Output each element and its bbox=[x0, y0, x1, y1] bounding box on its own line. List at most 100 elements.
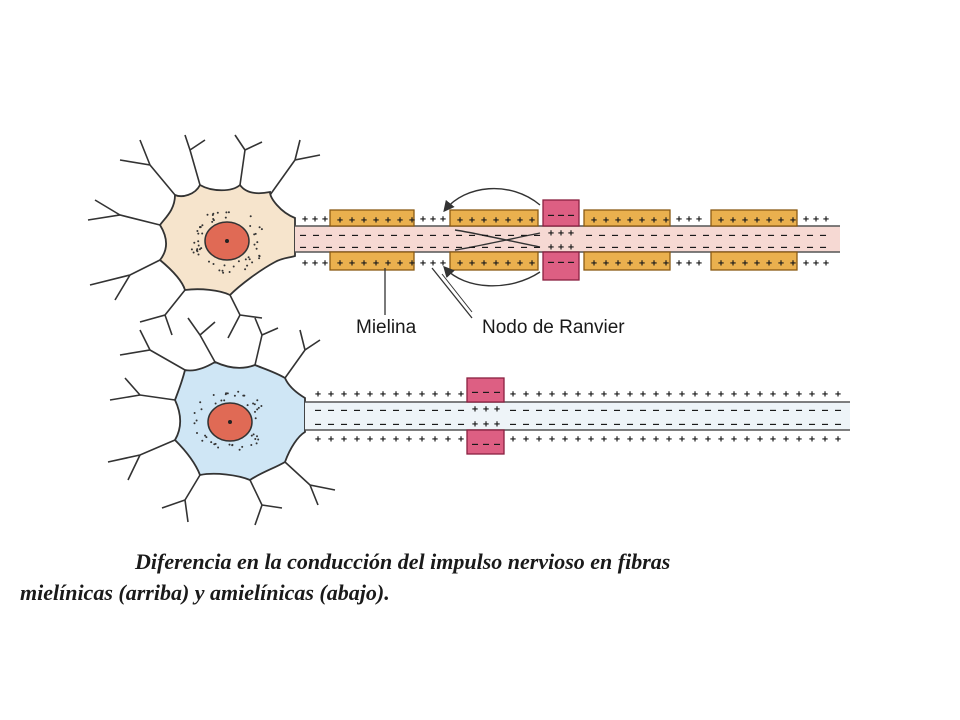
minus-charge: – bbox=[614, 419, 621, 430]
plus-charge: + bbox=[558, 242, 564, 253]
minus-charge: – bbox=[472, 387, 479, 398]
granule-dot bbox=[218, 269, 221, 272]
granule-dot bbox=[258, 257, 261, 260]
plus-charge: + bbox=[457, 215, 463, 226]
granule-dot bbox=[199, 226, 201, 228]
minus-charge: – bbox=[313, 230, 320, 241]
minus-charge: – bbox=[729, 230, 736, 241]
minus-charge: – bbox=[494, 387, 501, 398]
minus-charge: – bbox=[625, 230, 632, 241]
plus-charge: + bbox=[302, 214, 308, 225]
plus-charge: + bbox=[406, 389, 412, 400]
plus-charge: + bbox=[493, 258, 499, 269]
granule-dot bbox=[260, 405, 263, 407]
plus-charge: + bbox=[575, 434, 581, 445]
plus-charge: + bbox=[666, 389, 672, 400]
minus-charge: – bbox=[419, 419, 426, 430]
plus-charge: + bbox=[505, 215, 511, 226]
saltatory-current-arrows bbox=[443, 187, 541, 287]
granule-dot bbox=[197, 253, 200, 256]
plus-charge: + bbox=[770, 434, 776, 445]
minus-charge: – bbox=[692, 419, 699, 430]
minus-charge: – bbox=[456, 230, 463, 241]
unmyelinated-charges: ++++++++++++++++++++++++++++++++++++++++… bbox=[315, 387, 842, 450]
plus-charge: + bbox=[361, 258, 367, 269]
plus-charge: + bbox=[823, 214, 829, 225]
minus-charge: – bbox=[757, 405, 764, 416]
minus-charge: – bbox=[599, 242, 606, 253]
minus-charge: – bbox=[458, 405, 465, 416]
plus-charge: + bbox=[651, 258, 657, 269]
granule-dot bbox=[212, 394, 215, 396]
plus-charge: + bbox=[322, 258, 328, 269]
minus-charge: – bbox=[718, 419, 725, 430]
granule-dot bbox=[197, 232, 200, 235]
granule-dot bbox=[233, 394, 236, 397]
minus-charge: – bbox=[731, 419, 738, 430]
minus-charge: – bbox=[627, 405, 634, 416]
plus-charge: + bbox=[432, 434, 438, 445]
granule-dot bbox=[192, 251, 195, 254]
minus-charge: – bbox=[692, 405, 699, 416]
minus-charge: – bbox=[807, 230, 814, 241]
granule-dot bbox=[200, 408, 203, 411]
plus-charge: + bbox=[615, 215, 621, 226]
minus-charge: – bbox=[612, 242, 619, 253]
plus-charge: + bbox=[568, 228, 574, 239]
granule-dot bbox=[256, 399, 259, 402]
granule-dot bbox=[254, 438, 257, 440]
granule-dot bbox=[242, 394, 245, 397]
plus-charge: + bbox=[385, 258, 391, 269]
plus-charge: + bbox=[341, 434, 347, 445]
minus-charge: – bbox=[393, 419, 400, 430]
granule-dot bbox=[217, 446, 220, 449]
minus-charge: – bbox=[328, 419, 335, 430]
plus-charge: + bbox=[337, 215, 343, 226]
plus-charge: + bbox=[778, 258, 784, 269]
minus-charge: – bbox=[820, 242, 827, 253]
minus-charge: – bbox=[640, 419, 647, 430]
minus-charge: – bbox=[328, 405, 335, 416]
granule-dot bbox=[256, 241, 259, 244]
minus-charge: – bbox=[653, 405, 660, 416]
minus-charge: – bbox=[367, 419, 374, 430]
plus-charge: + bbox=[676, 214, 682, 225]
minus-charge: – bbox=[822, 405, 829, 416]
plus-charge: + bbox=[341, 389, 347, 400]
plus-charge: + bbox=[397, 258, 403, 269]
granule-dot bbox=[238, 448, 241, 451]
minus-charge: – bbox=[406, 419, 413, 430]
plus-charge: + bbox=[696, 214, 702, 225]
plus-charge: + bbox=[686, 214, 692, 225]
minus-charge: – bbox=[494, 439, 501, 450]
granule-dot bbox=[248, 258, 251, 261]
plus-charge: + bbox=[601, 389, 607, 400]
plus-charge: + bbox=[696, 258, 702, 269]
minus-charge: – bbox=[755, 230, 762, 241]
myelin-sheath-3b bbox=[583, 251, 671, 271]
granule-dot bbox=[252, 402, 255, 405]
plus-charge: + bbox=[627, 258, 633, 269]
granule-dot bbox=[246, 404, 249, 407]
minus-charge: – bbox=[651, 242, 658, 253]
plus-charge: + bbox=[639, 258, 645, 269]
minus-charge: – bbox=[380, 405, 387, 416]
plus-charge: + bbox=[549, 434, 555, 445]
minus-charge: – bbox=[445, 419, 452, 430]
plus-charge: + bbox=[766, 215, 772, 226]
minus-charge: – bbox=[718, 405, 725, 416]
granule-dot bbox=[210, 441, 213, 444]
unmyelinated-dendrites bbox=[107, 317, 336, 526]
minus-charge: – bbox=[536, 405, 543, 416]
minus-charge: – bbox=[378, 242, 385, 253]
plus-charge: + bbox=[420, 258, 426, 269]
granule-dot bbox=[193, 412, 196, 414]
plus-charge: + bbox=[790, 258, 796, 269]
plus-charge: + bbox=[627, 389, 633, 400]
granule-dot bbox=[193, 241, 196, 244]
minus-charge: – bbox=[599, 230, 606, 241]
minus-charge: – bbox=[315, 405, 322, 416]
plus-charge: + bbox=[809, 389, 815, 400]
plus-charge: + bbox=[419, 389, 425, 400]
minus-charge: – bbox=[794, 230, 801, 241]
